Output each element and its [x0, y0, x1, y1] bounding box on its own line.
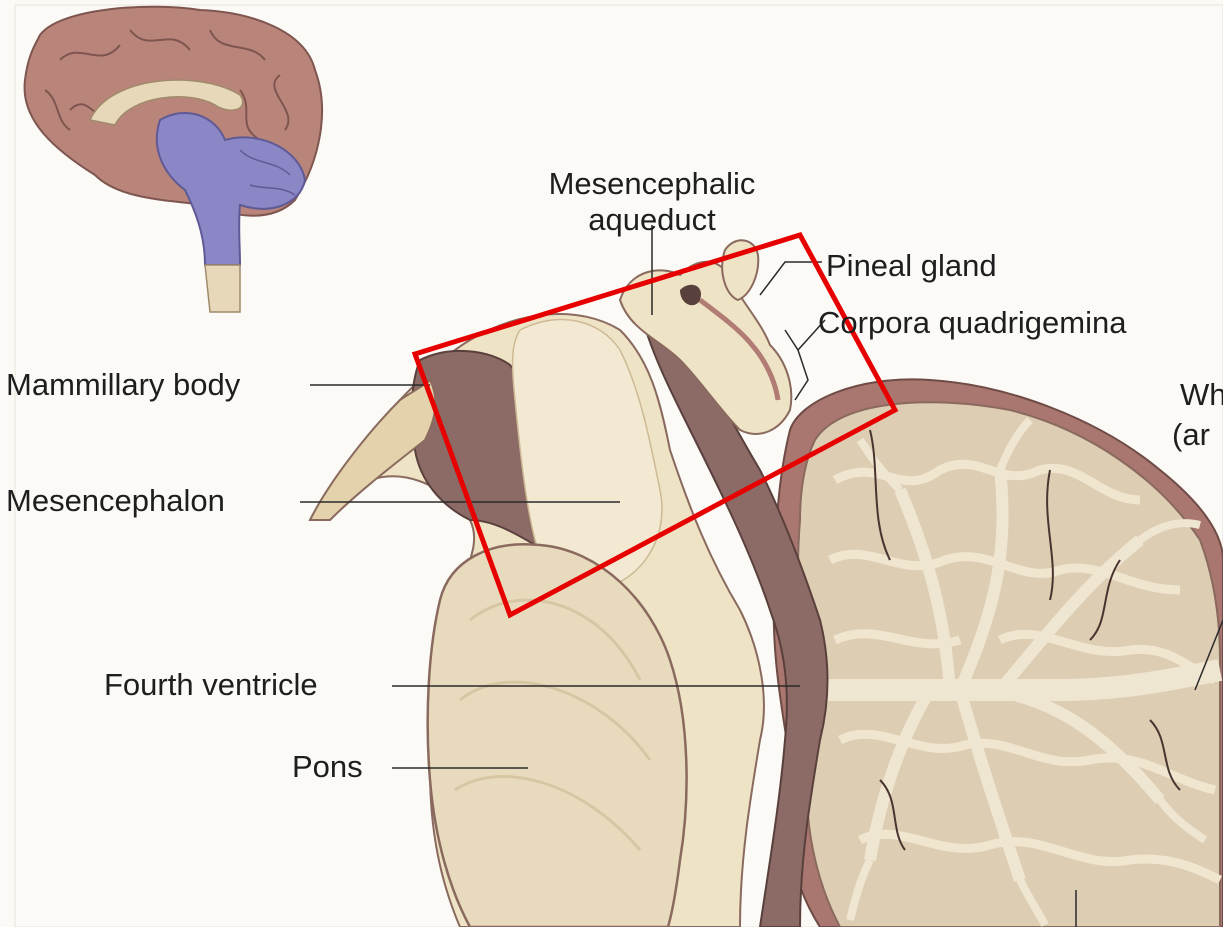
label-pineal-gland: Pineal gland — [826, 248, 997, 284]
label-white-matter-line1: Wh — [1180, 377, 1223, 413]
pineal-leader — [760, 262, 822, 295]
label-mesencephalon: Mesencephalon — [6, 483, 225, 519]
label-mesencephalic-aqueduct: Mesencephalic aqueduct — [518, 166, 786, 238]
label-mesencephalic-line1: Mesencephalic — [518, 166, 786, 202]
label-pons: Pons — [292, 749, 363, 785]
inset-brain-icon — [25, 7, 323, 312]
label-mammillary-body: Mammillary body — [6, 367, 240, 403]
cerebellum — [774, 379, 1223, 927]
label-corpora-quadrigemina: Corpora quadrigemina — [818, 305, 1126, 341]
label-fourth-ventricle: Fourth ventricle — [104, 667, 318, 703]
label-white-matter-line2: (ar — [1172, 417, 1210, 453]
label-aqueduct-line2: aqueduct — [518, 202, 786, 238]
